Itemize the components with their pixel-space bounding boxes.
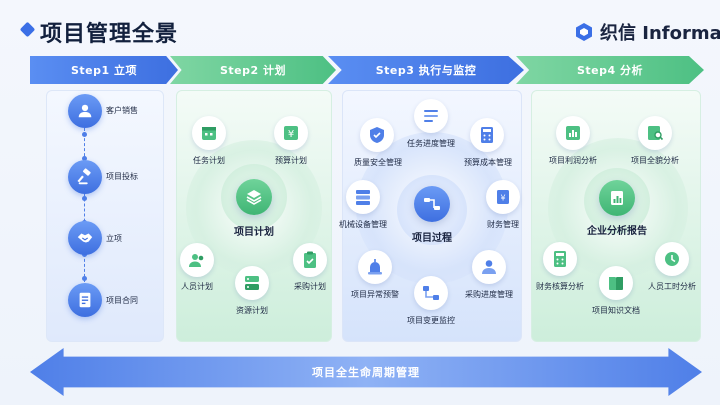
step3-label: 财务管理: [487, 220, 519, 229]
flow-icon: [424, 198, 440, 210]
list-icon: [424, 110, 438, 122]
step4-label: 项目全貌分析: [631, 156, 679, 165]
change-monitor-node[interactable]: [414, 276, 448, 310]
person-icon: [482, 260, 496, 274]
step4-label: 人员工时分析: [648, 282, 696, 291]
step4-label: 财务核算分析: [536, 282, 584, 291]
svg-text:¥: ¥: [500, 194, 505, 203]
brand-hexagon-icon: [576, 23, 592, 41]
shield-icon: [370, 127, 384, 143]
handshake-icon: [77, 233, 93, 243]
calculator-icon: [481, 127, 493, 143]
finance-node[interactable]: ¥: [486, 180, 520, 214]
exception-alert-node[interactable]: [358, 250, 392, 284]
quality-safety-node[interactable]: [360, 118, 394, 152]
calculator-icon: [554, 251, 566, 267]
step-banner-4: Step4 分析: [516, 56, 704, 84]
alarm-icon: [368, 259, 382, 275]
timeline-dot: [82, 196, 87, 201]
server-icon: [245, 276, 259, 290]
knowledge-doc-node[interactable]: [599, 266, 633, 300]
staff-plan-node[interactable]: [180, 243, 214, 277]
step-banner-3: Step3 执行与监控: [328, 56, 524, 84]
step3-label: 机械设备管理: [339, 220, 387, 229]
step4-label: 项目利润分析: [549, 156, 597, 165]
project-contract-node[interactable]: [68, 283, 102, 317]
brand-logo: 织信 Informat: [574, 19, 720, 45]
chart-icon: [566, 126, 580, 140]
timeline-line: [84, 128, 85, 292]
project-process-label: 项目过程: [412, 233, 452, 244]
step3-label: 项目变更监控: [407, 316, 455, 325]
budget-cost-node[interactable]: [470, 118, 504, 152]
book-icon: ¥: [497, 190, 509, 204]
timeline-dot: [82, 132, 87, 137]
step2-label: 资源计划: [236, 306, 268, 315]
budget-plan-node[interactable]: ¥: [274, 116, 308, 150]
step-banner-label: Step1 立项: [71, 64, 137, 77]
enterprise-report-label: 企业分析报告: [587, 226, 647, 237]
finance-accounting-node[interactable]: [543, 242, 577, 276]
work-hours-node[interactable]: [655, 242, 689, 276]
book-icon: [609, 277, 623, 290]
person-icon: [78, 104, 92, 118]
resource-plan-node[interactable]: [235, 266, 269, 300]
step1-panel: [46, 90, 164, 342]
server-icon: [356, 190, 370, 205]
purchase-progress-node[interactable]: [472, 250, 506, 284]
step3-label: 任务进度管理: [407, 139, 455, 148]
clipboard-icon: [304, 251, 316, 268]
step-banner-2: Step2 计划: [170, 56, 336, 84]
step1-label: 客户销售: [106, 106, 138, 115]
customer-sales-node[interactable]: [68, 94, 102, 128]
page-title: 项目管理全景: [40, 22, 179, 47]
calendar-icon: [202, 127, 216, 140]
step3-label: 采购进度管理: [465, 290, 513, 299]
step3-label: 质量安全管理: [354, 158, 402, 167]
step4-label: 项目知识文档: [592, 306, 640, 315]
step2-label: 采购计划: [294, 282, 326, 291]
project-plan-node[interactable]: [236, 179, 272, 215]
project-plan-label: 项目计划: [234, 227, 274, 238]
step3-label: 项目异常预警: [351, 290, 399, 299]
lifecycle-arrow: 项目全生命周期管理: [30, 348, 702, 396]
project-process-node[interactable]: [414, 186, 450, 222]
profit-analysis-node[interactable]: [556, 116, 590, 150]
lifecycle-label: 项目全生命周期管理: [312, 366, 420, 379]
step1-label: 立项: [106, 234, 122, 243]
step1-label: 项目投标: [106, 172, 138, 181]
brand-name: 织信 Informat: [600, 23, 720, 44]
timeline-dot: [82, 156, 87, 161]
step2-label: 人员计划: [181, 282, 213, 291]
report-icon: [611, 191, 623, 205]
step-banner-label: Step2 计划: [220, 64, 286, 77]
task-plan-node[interactable]: [192, 116, 226, 150]
purchase-plan-node[interactable]: [293, 243, 327, 277]
timeline-dot: [82, 276, 87, 281]
step2-label: 任务计划: [193, 156, 225, 165]
step-banner-label: Step3 执行与监控: [375, 64, 477, 77]
overview-analysis-node[interactable]: [638, 116, 672, 150]
title-diamond-icon: [19, 21, 36, 38]
svg-text:¥: ¥: [288, 129, 294, 140]
task-progress-node[interactable]: [414, 99, 448, 133]
clock-icon: [665, 252, 679, 266]
enterprise-report-node[interactable]: [599, 180, 635, 216]
document-icon: [79, 292, 91, 308]
magnifier-document-icon: [648, 126, 664, 141]
project-bidding-node[interactable]: [68, 160, 102, 194]
layers-icon: [246, 190, 262, 205]
people-icon: [189, 254, 204, 267]
step2-label: 预算计划: [275, 156, 307, 165]
flow-icon: [423, 286, 439, 300]
step3-label: 预算成本管理: [464, 158, 512, 167]
step-banner-label: Step4 分析: [577, 64, 643, 77]
project-initiation-node[interactable]: [68, 221, 102, 255]
step1-label: 项目合同: [106, 296, 138, 305]
machinery-node[interactable]: [346, 180, 380, 214]
step-banner-1: Step1 立项: [30, 56, 178, 84]
budget-icon: ¥: [284, 126, 298, 140]
gavel-icon: [77, 168, 91, 185]
